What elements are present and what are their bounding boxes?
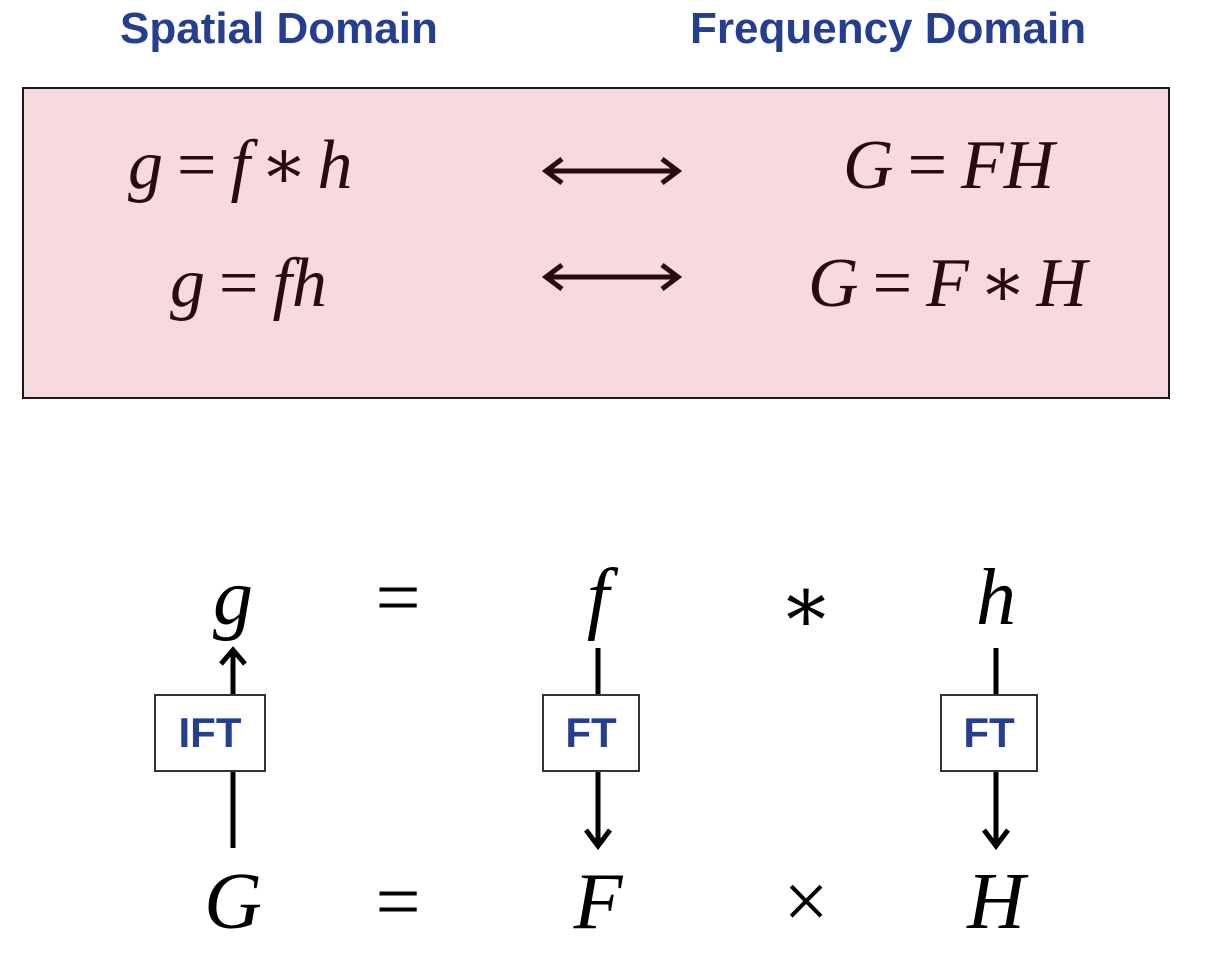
symbol-equals: = bbox=[872, 245, 913, 322]
ift-box: IFT bbox=[154, 694, 266, 772]
diagram-symbol-H: H bbox=[967, 858, 1025, 946]
symbol-FH: FH bbox=[961, 127, 1055, 204]
diagram-multiply-operator: × bbox=[783, 858, 829, 946]
diagram-symbol-g: g bbox=[213, 554, 253, 642]
ft-box-h: FT bbox=[940, 694, 1038, 772]
frequency-equation-convolution: G=F∗H bbox=[808, 249, 1087, 319]
ft-box-f: FT bbox=[542, 694, 640, 772]
spatial-domain-heading: Spatial Domain bbox=[120, 4, 438, 53]
diagram-symbol-F: F bbox=[573, 858, 623, 946]
convolution-theorem-box bbox=[22, 87, 1170, 399]
ift-label: IFT bbox=[178, 709, 242, 756]
symbol-H: H bbox=[1036, 245, 1087, 322]
frequency-domain-heading: Frequency Domain bbox=[690, 4, 1087, 53]
ft-label: FT bbox=[565, 709, 617, 756]
double-arrow-icon bbox=[541, 157, 683, 185]
symbol-F: F bbox=[926, 245, 969, 322]
diagram-symbol-f: f bbox=[586, 554, 610, 642]
symbol-fh: fh bbox=[272, 245, 327, 322]
symbol-convolve: ∗ bbox=[978, 245, 1027, 322]
spatial-equation-product: g=fh bbox=[170, 249, 327, 319]
down-arrowhead-icon bbox=[982, 828, 1010, 851]
symbol-g: g bbox=[170, 245, 205, 322]
symbol-G: G bbox=[808, 245, 859, 322]
diagram-equals-bottom: = bbox=[375, 858, 421, 946]
diagram-convolve-operator: ∗ bbox=[778, 562, 834, 650]
diagram-symbol-h: h bbox=[976, 554, 1016, 642]
frequency-equation-product: G=FH bbox=[843, 131, 1054, 201]
down-arrowhead-icon bbox=[584, 828, 612, 851]
symbol-G: G bbox=[843, 127, 894, 204]
diagram-symbol-G: G bbox=[204, 858, 262, 946]
symbol-g: g bbox=[128, 127, 163, 204]
symbol-convolve: ∗ bbox=[259, 127, 308, 204]
ft-label: FT bbox=[963, 709, 1015, 756]
symbol-equals: = bbox=[219, 245, 259, 322]
diagram-equals-top: = bbox=[375, 554, 421, 642]
symbol-f: f bbox=[230, 127, 250, 204]
double-arrow-icon bbox=[541, 263, 683, 291]
spatial-equation-convolution: g=f∗h bbox=[128, 131, 353, 201]
symbol-h: h bbox=[317, 127, 353, 204]
symbol-equals: = bbox=[177, 127, 217, 204]
up-arrowhead-icon bbox=[219, 646, 247, 666]
symbol-equals: = bbox=[907, 127, 948, 204]
